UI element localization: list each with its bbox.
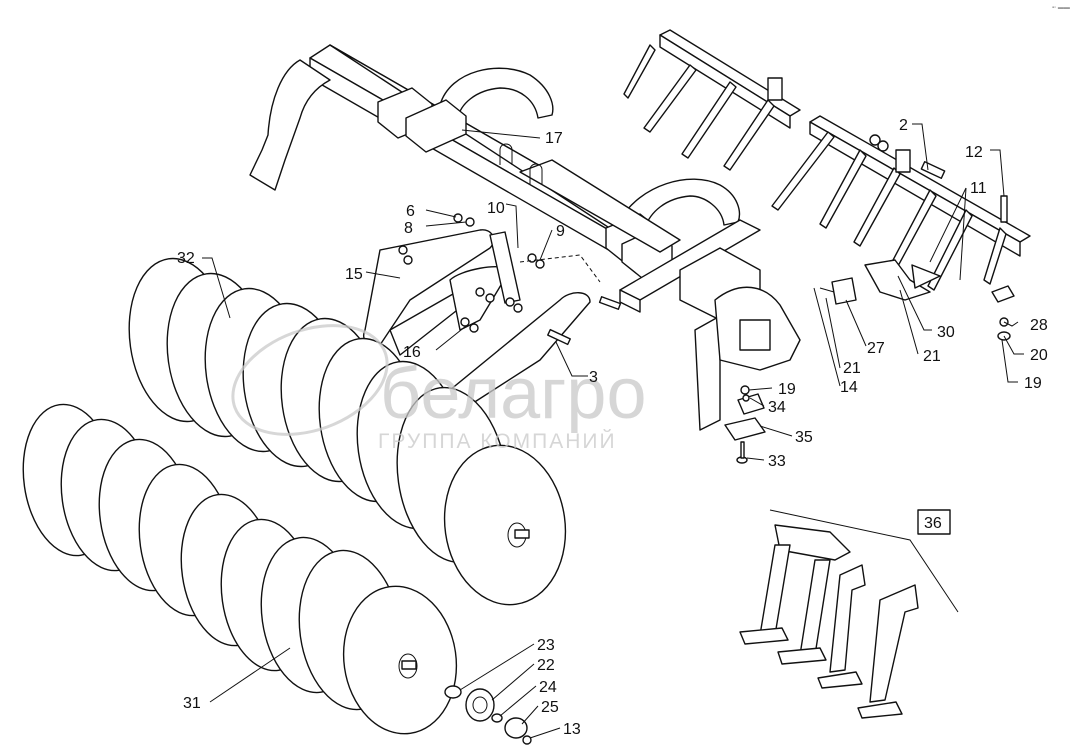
right-subframe <box>619 219 801 431</box>
part-label: 16 <box>403 344 421 361</box>
part-label: 11 <box>970 180 987 197</box>
part-label: 35 <box>795 429 813 446</box>
rake-bars <box>623 29 1031 341</box>
part-label: 23 <box>537 637 555 654</box>
part-label: 6 <box>406 203 415 220</box>
bearing-parts <box>444 685 532 745</box>
part-label: 24 <box>539 679 557 696</box>
rear-roller <box>128 257 567 606</box>
front-roller <box>22 403 458 735</box>
part-label: 13 <box>563 721 581 738</box>
part-labels: 17 2 12 11 6 8 10 9 32 15 16 3 28 30 27 … <box>177 117 1048 738</box>
part-label: 34 <box>768 399 786 416</box>
part-label: 12 <box>965 144 983 161</box>
watermark-swoosh <box>231 324 389 436</box>
part-label: 9 <box>556 223 565 240</box>
part-label: 36 <box>924 515 942 532</box>
part-label: 17 <box>545 130 563 147</box>
part-label: 30 <box>937 324 955 341</box>
part-label: 27 <box>867 340 885 357</box>
part-label: 19 <box>1024 375 1042 392</box>
part-label: 15 <box>345 266 363 283</box>
mounting-plates <box>363 213 622 407</box>
watermark: белагро ГРУППА КОМПАНИЙ <box>231 324 646 453</box>
part-label: 32 <box>177 250 195 267</box>
part-label: 22 <box>537 657 555 674</box>
watermark-tagline: ГРУППА КОМПАНИЙ <box>378 429 617 453</box>
part-label: 31 <box>183 695 201 712</box>
corner-mark: ▪▫ ▬▬ <box>1052 5 1070 11</box>
part-label: 21 <box>843 360 861 377</box>
callout-box-36 <box>917 509 951 535</box>
part-label: 33 <box>768 453 786 470</box>
part-label: 2 <box>899 117 908 134</box>
part-label: 3 <box>589 369 598 386</box>
small-fittings <box>724 385 766 464</box>
inset-tine-assembly <box>739 509 959 719</box>
part-label: 21 <box>923 348 941 365</box>
main-frame <box>249 44 741 279</box>
part-label: 10 <box>487 200 505 217</box>
part-label: 25 <box>541 699 559 716</box>
part-label: 14 <box>840 379 858 396</box>
part-label: 8 <box>404 220 413 237</box>
watermark-brand: белагро <box>380 354 646 434</box>
part-label: 28 <box>1030 317 1048 334</box>
leader-lines <box>202 123 1024 739</box>
part-label: 19 <box>778 381 796 398</box>
part-label: 20 <box>1030 347 1048 364</box>
